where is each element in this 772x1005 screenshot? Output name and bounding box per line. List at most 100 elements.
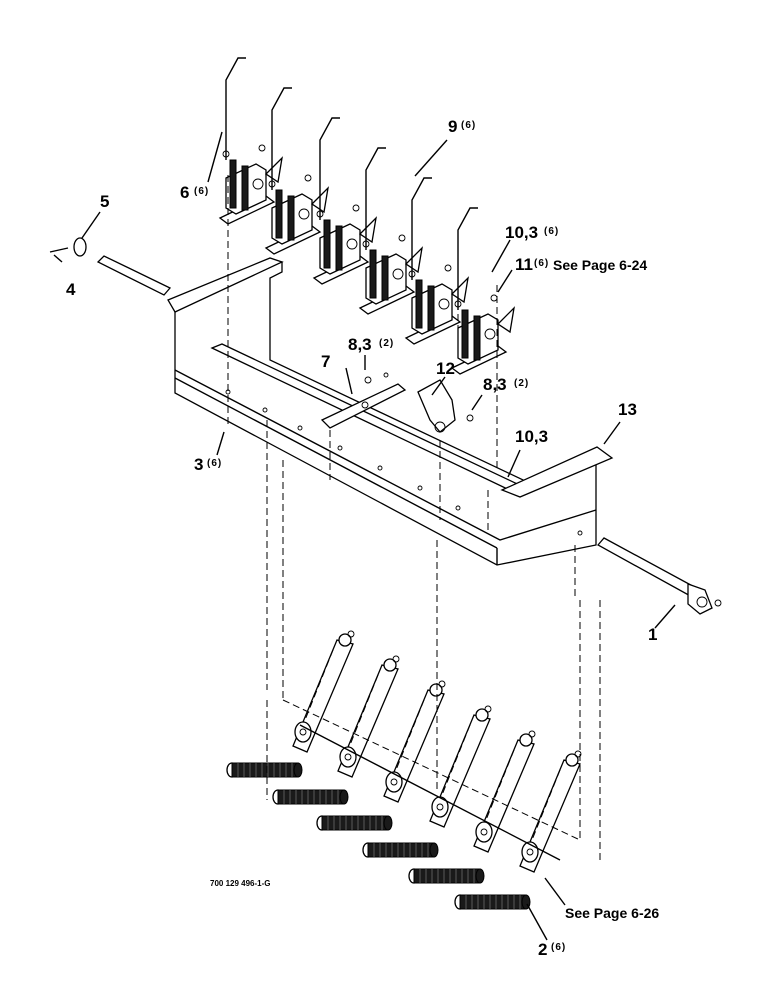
callout-10-3-a-qty: (6) bbox=[544, 226, 559, 237]
arm-top-eye bbox=[338, 633, 352, 647]
spring-bracket-3 bbox=[312, 117, 377, 285]
callout-6: 6 bbox=[180, 183, 189, 202]
bracket-spring bbox=[229, 159, 237, 209]
fin bbox=[496, 306, 515, 334]
bracket-spring bbox=[287, 195, 295, 241]
coil-body bbox=[277, 789, 345, 805]
arm-top-eye bbox=[519, 733, 533, 747]
arm-nut bbox=[392, 655, 400, 663]
coil-body bbox=[413, 868, 481, 884]
rod bbox=[271, 87, 292, 190]
nut bbox=[490, 294, 498, 302]
callout-9: 9 bbox=[448, 117, 457, 136]
callout-13: 13 bbox=[618, 400, 637, 419]
bracket-spring bbox=[461, 309, 469, 359]
coil-end bbox=[293, 762, 303, 778]
spring-bracket-6 bbox=[450, 207, 515, 375]
arm-top-eye bbox=[565, 753, 579, 767]
arm-pivot-hole bbox=[526, 848, 534, 856]
coil-spring-3 bbox=[316, 815, 393, 831]
arm-assembly-6 bbox=[519, 750, 582, 873]
washer bbox=[222, 150, 230, 158]
arm-assembly-3 bbox=[383, 680, 446, 803]
arm-nut bbox=[347, 630, 355, 638]
arm-nut bbox=[528, 730, 536, 738]
coil-end bbox=[429, 842, 439, 858]
arm-pivot-hole bbox=[480, 828, 488, 836]
spring-bracket-1 bbox=[218, 57, 283, 225]
callout-11-page-ref: See Page 6-24 bbox=[553, 257, 647, 273]
arm-pivot bbox=[385, 771, 403, 793]
callout-9-qty: (6) bbox=[461, 120, 476, 131]
spring-bracket-4 bbox=[358, 147, 423, 315]
page-reference-bottom: See Page 6-26 bbox=[565, 905, 659, 921]
rod bbox=[225, 57, 246, 160]
arm-top-eye bbox=[383, 658, 397, 672]
coil-body bbox=[321, 815, 389, 831]
fin bbox=[450, 276, 469, 304]
pivot-pin-left bbox=[49, 237, 172, 296]
coil-spring-5 bbox=[408, 868, 485, 884]
drawing-number: 700 129 496-1-G bbox=[210, 879, 271, 888]
bolt bbox=[392, 268, 404, 280]
main-frame bbox=[167, 257, 614, 566]
bolt bbox=[252, 178, 264, 190]
arm-assembly-5 bbox=[473, 730, 536, 853]
arm-top-eye bbox=[429, 683, 443, 697]
arm-pivot bbox=[475, 821, 493, 843]
arm-assembly-2 bbox=[337, 655, 400, 778]
bracket-spring bbox=[275, 189, 283, 239]
bracket-spring bbox=[323, 219, 331, 269]
nut bbox=[398, 234, 406, 242]
arm-nut bbox=[574, 750, 582, 758]
callout-11: 11 bbox=[515, 255, 533, 274]
rod bbox=[411, 177, 432, 280]
washer bbox=[408, 270, 416, 278]
arm-pivot-hole bbox=[436, 803, 444, 811]
coil-spring-4 bbox=[362, 842, 439, 858]
rod bbox=[365, 147, 386, 250]
coil-spring-6 bbox=[454, 894, 531, 910]
bracket-spring bbox=[427, 285, 435, 331]
callout-11-qty: (6) bbox=[534, 258, 549, 269]
callout-5: 5 bbox=[100, 192, 109, 211]
arm-assembly-1 bbox=[292, 630, 355, 753]
coil-spring-2 bbox=[272, 789, 349, 805]
bracket-spring bbox=[335, 225, 343, 271]
callout-8-3-a-qty: (2) bbox=[379, 338, 394, 349]
arm-nut bbox=[438, 680, 446, 688]
washer bbox=[316, 210, 324, 218]
callout-6-qty: (6) bbox=[194, 186, 209, 197]
bracket-spring bbox=[415, 279, 423, 329]
arm-pivot-hole bbox=[299, 728, 307, 736]
arm-top-eye bbox=[475, 708, 489, 722]
coil-end bbox=[475, 868, 485, 884]
fin bbox=[264, 156, 283, 184]
bracket-spring bbox=[473, 315, 481, 361]
coil-body bbox=[459, 894, 527, 910]
coil-end bbox=[339, 789, 349, 805]
spring-bracket-2 bbox=[264, 87, 329, 255]
arm-pivot-hole bbox=[390, 778, 398, 786]
bolt bbox=[346, 238, 358, 250]
arm-assemblies bbox=[292, 630, 582, 873]
spring-bracket-assemblies bbox=[218, 57, 515, 375]
alignment-lines bbox=[227, 175, 601, 860]
fin bbox=[404, 246, 423, 274]
nut bbox=[352, 204, 360, 212]
callout-2-qty: (6) bbox=[551, 942, 566, 953]
callout-10-3-a: 10,3 bbox=[505, 223, 538, 242]
coil-springs bbox=[226, 762, 531, 910]
arm-shaft bbox=[299, 724, 561, 861]
coil-end bbox=[383, 815, 393, 831]
callout-10-3-b: 10,3 bbox=[515, 427, 548, 446]
callout-7: 7 bbox=[321, 352, 330, 371]
callout-8-3-b: 8,3 bbox=[483, 375, 507, 394]
fin bbox=[358, 216, 377, 244]
bolt bbox=[298, 208, 310, 220]
callouts: 1 2 (6) 3 (6) 4 5 6 (6) 7 8,3 (2) 8,3 (2… bbox=[66, 117, 659, 959]
callout-8-3-b-qty: (2) bbox=[514, 378, 529, 389]
bracket-spring bbox=[369, 249, 377, 299]
callout-8-3-a: 8,3 bbox=[348, 335, 372, 354]
bracket-assembly bbox=[320, 372, 474, 433]
